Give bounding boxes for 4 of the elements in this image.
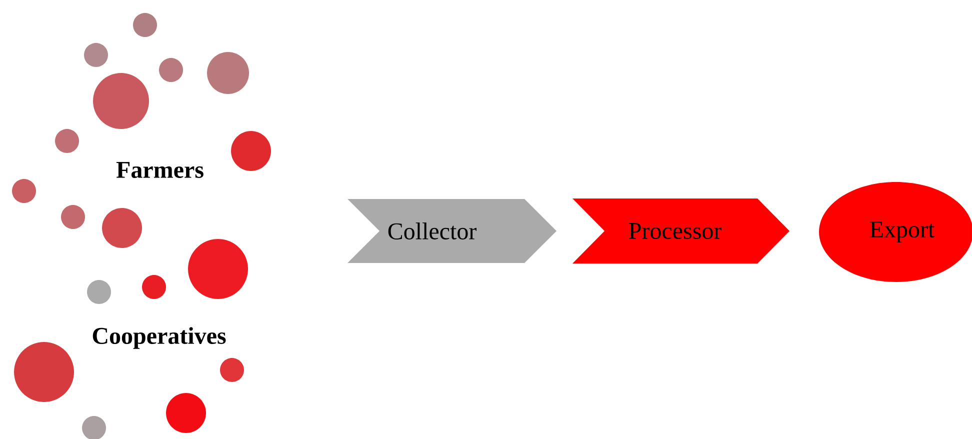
node-label: Farmers xyxy=(116,162,204,178)
chevron-box: Processor xyxy=(572,198,790,264)
node-label: Cooperatives xyxy=(92,327,226,349)
chevron-box: Collector xyxy=(348,199,556,263)
